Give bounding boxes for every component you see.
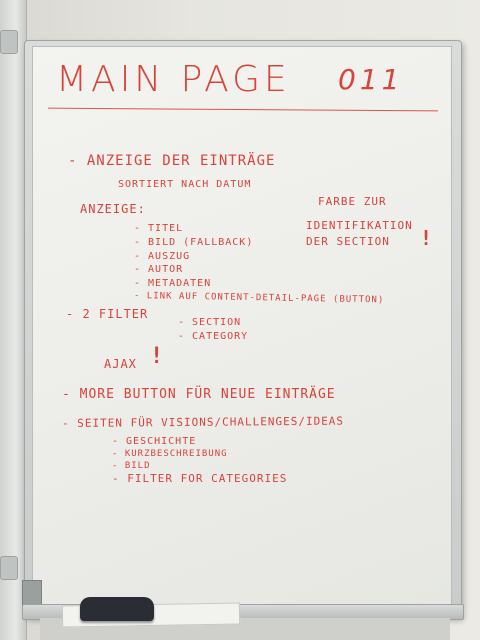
hinge [0, 30, 18, 54]
anzeige-item: - METADATEN [134, 278, 212, 289]
exclamation-mark: ! [150, 344, 165, 369]
seiten-line: - SEITEN FÜR VISIONS/CHALLENGES/IDEAS [61, 414, 345, 430]
board-title: MAIN PAGE [56, 59, 291, 100]
whiteboard-surface [32, 46, 452, 606]
filter-item: - SECTION [178, 317, 242, 328]
ajax-note: AJAX [104, 357, 137, 371]
board-number: 011 [338, 63, 404, 96]
seiten-item: - BILD [112, 461, 151, 471]
anzeige-item: - BILD (FALLBACK) [134, 237, 254, 248]
sortiert-line: SORTIERT NACH DATUM [118, 179, 252, 190]
hinge [0, 556, 18, 580]
wall [0, 0, 27, 640]
seiten-item: - GESCHICHTE [112, 436, 197, 447]
seiten-item: - KURZBESCHREIBUNG [112, 449, 228, 459]
more-button-line: - MORE BUTTON FÜR NEUE EINTRÄGE [62, 387, 336, 402]
filter-item: - CATEGORY [178, 331, 249, 342]
side-note: DER SECTION [306, 235, 390, 248]
side-note: FARBE ZUR [318, 195, 387, 208]
seiten-item: - FILTER FOR CATEGORIES [112, 472, 288, 485]
anzeige-item: - AUTOR [134, 264, 184, 275]
filter-line: - 2 FILTER [66, 307, 149, 321]
anzeige-header: - ANZEIGE DER EINTRÄGE [68, 153, 276, 169]
anzeige-label: ANZEIGE: [80, 202, 146, 216]
eraser [80, 597, 154, 621]
side-note: IDENTIFIKATION [306, 219, 413, 232]
anzeige-item: - TITEL [134, 223, 184, 234]
anzeige-item: - AUSZUG [134, 251, 191, 262]
exclamation-mark: ! [420, 226, 434, 250]
